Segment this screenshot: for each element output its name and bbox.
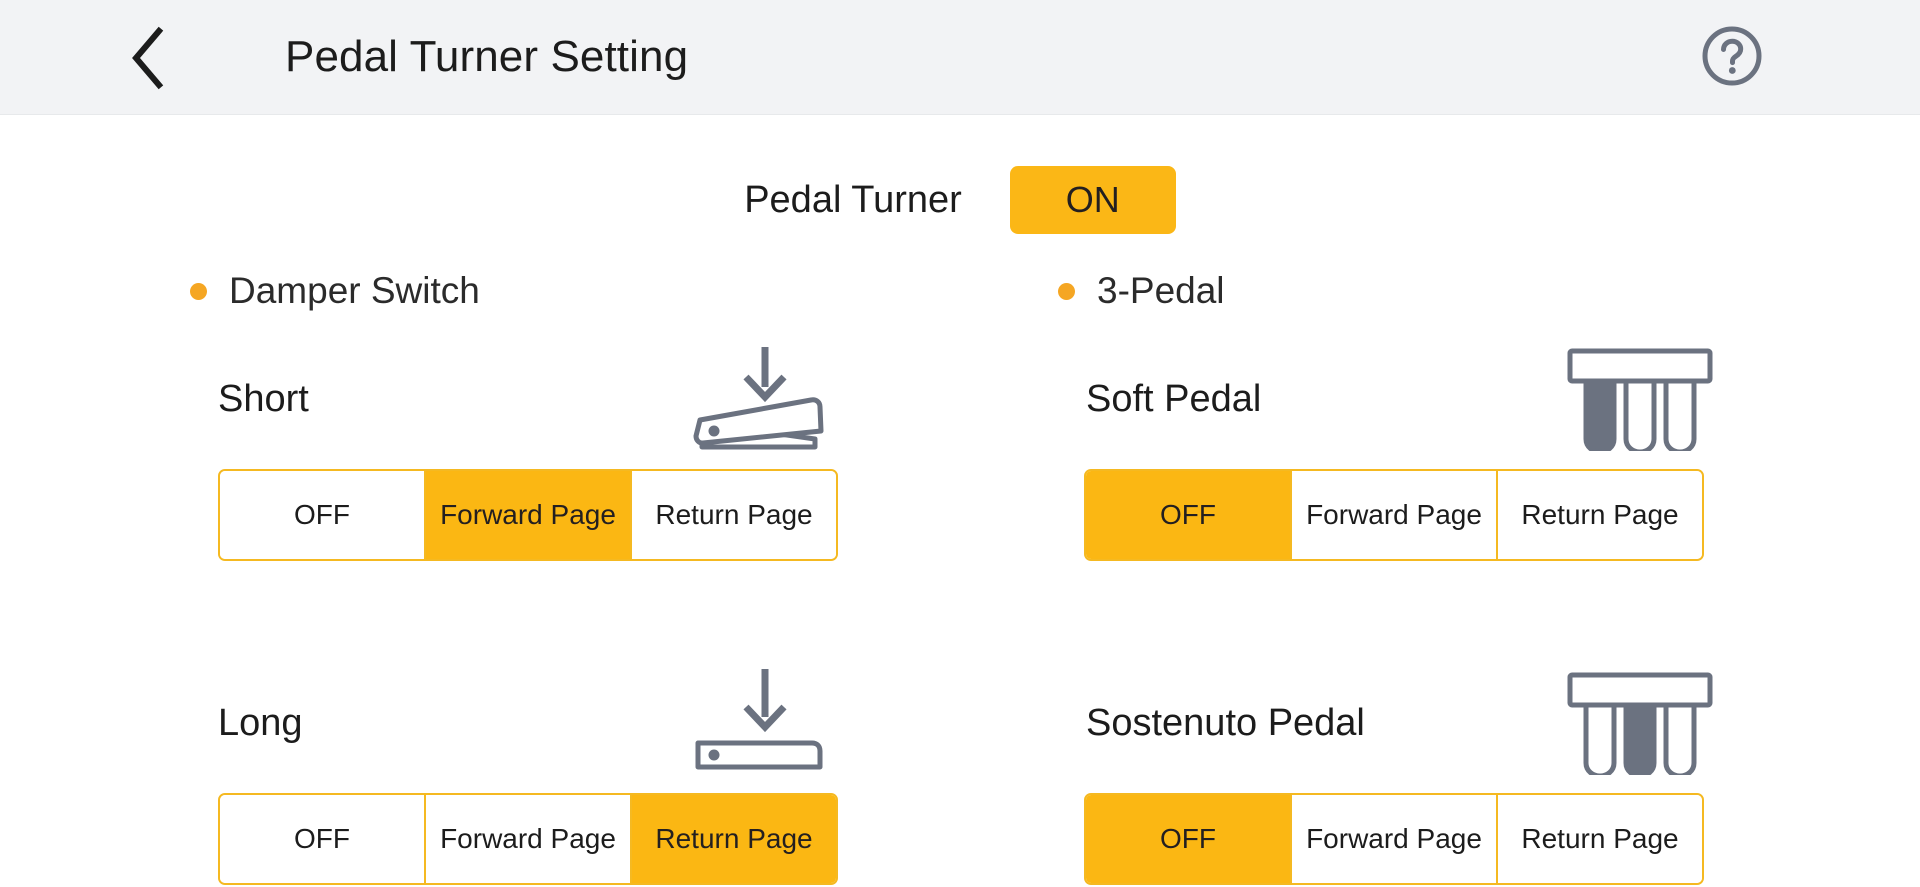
bullet-dot-icon bbox=[190, 282, 207, 300]
setting-row-long: Long bbox=[190, 669, 950, 775]
setting-label-sostenuto-pedal: Sostenuto Pedal bbox=[1086, 701, 1365, 744]
group-damper-switch: Damper Switch Short OFF Forward Pa bbox=[190, 265, 950, 885]
pedal-short-press-icon bbox=[680, 343, 850, 451]
pedal-turner-label: Pedal Turner bbox=[744, 178, 962, 221]
group-heading-three-pedal: 3-Pedal bbox=[1058, 265, 1818, 317]
group-title: 3-Pedal bbox=[1097, 270, 1225, 311]
question-mark-circle-icon bbox=[1700, 24, 1764, 93]
group-title: Damper Switch bbox=[229, 270, 480, 311]
segmented-control-sostenuto-pedal[interactable]: OFF Forward Page Return Page bbox=[1084, 793, 1704, 885]
app-header: Pedal Turner Setting bbox=[0, 0, 1920, 115]
group-heading-damper-switch: Damper Switch bbox=[190, 265, 950, 317]
setting-block-sostenuto-pedal: Sostenuto Pedal OFF Forward Page Return … bbox=[1058, 671, 1818, 885]
setting-row-sostenuto-pedal: Sostenuto Pedal bbox=[1058, 671, 1818, 775]
back-button[interactable] bbox=[112, 22, 184, 94]
segmented-control-long[interactable]: OFF Forward Page Return Page bbox=[218, 793, 838, 885]
setting-block-short: Short OFF Forward Page Return Page bbox=[190, 347, 950, 561]
page-title: Pedal Turner Setting bbox=[285, 32, 689, 81]
setting-row-short: Short bbox=[190, 347, 950, 451]
bullet-dot-icon bbox=[1058, 282, 1075, 300]
help-button[interactable] bbox=[1698, 24, 1766, 92]
three-pedal-left-highlighted-icon bbox=[1548, 343, 1718, 451]
segment-short-off[interactable]: OFF bbox=[220, 471, 426, 559]
segment-soft-pedal-forward-page[interactable]: Forward Page bbox=[1292, 471, 1498, 559]
segment-soft-pedal-off[interactable]: OFF bbox=[1086, 471, 1292, 559]
segment-long-forward-page[interactable]: Forward Page bbox=[426, 795, 632, 883]
pedal-turner-master-row: Pedal Turner ON bbox=[0, 160, 1920, 240]
three-pedal-middle-highlighted-icon bbox=[1548, 667, 1718, 775]
pedal-turner-toggle-button[interactable]: ON bbox=[1009, 166, 1176, 234]
segment-long-return-page[interactable]: Return Page bbox=[632, 795, 836, 883]
segment-short-forward-page[interactable]: Forward Page bbox=[426, 471, 632, 559]
setting-label-soft-pedal: Soft Pedal bbox=[1086, 377, 1262, 420]
setting-row-soft-pedal: Soft Pedal bbox=[1058, 347, 1818, 451]
setting-label-short: Short bbox=[218, 377, 309, 420]
segment-sostenuto-pedal-return-page[interactable]: Return Page bbox=[1498, 795, 1702, 883]
setting-label-long: Long bbox=[218, 701, 303, 744]
group-three-pedal: 3-Pedal Soft Pedal OFF Forward Pag bbox=[1058, 265, 1818, 885]
segment-sostenuto-pedal-off[interactable]: OFF bbox=[1086, 795, 1292, 883]
segment-soft-pedal-return-page[interactable]: Return Page bbox=[1498, 471, 1702, 559]
segmented-control-soft-pedal[interactable]: OFF Forward Page Return Page bbox=[1084, 469, 1704, 561]
setting-block-soft-pedal: Soft Pedal OFF Forward Page Return Page bbox=[1058, 347, 1818, 561]
segment-short-return-page[interactable]: Return Page bbox=[632, 471, 836, 559]
pedal-long-press-icon bbox=[680, 667, 850, 775]
setting-block-long: Long OFF Forward Page Return Page bbox=[190, 669, 950, 885]
segmented-control-short[interactable]: OFF Forward Page Return Page bbox=[218, 469, 838, 561]
chevron-left-icon bbox=[128, 26, 168, 90]
segment-long-off[interactable]: OFF bbox=[220, 795, 426, 883]
segment-sostenuto-pedal-forward-page[interactable]: Forward Page bbox=[1292, 795, 1498, 883]
